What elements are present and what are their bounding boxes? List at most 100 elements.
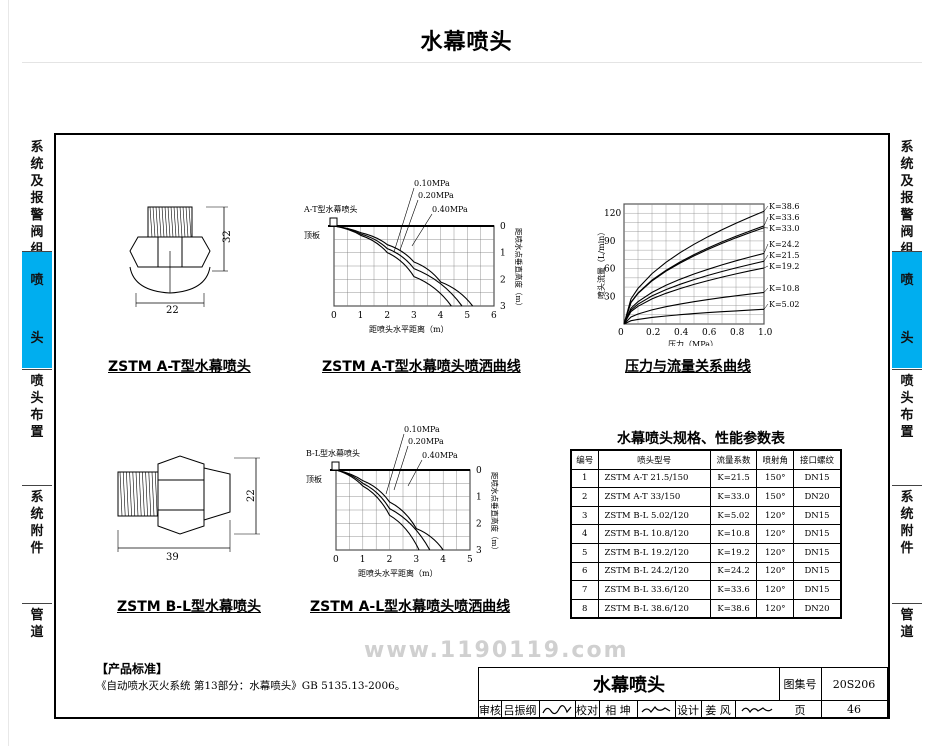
pf-series-label-5: K=21.5 (769, 251, 800, 260)
pressure-flow-caption: 压力与流量关系曲线 (625, 359, 751, 375)
left-tab-4[interactable]: 系统附件 (30, 490, 44, 556)
pf-leader-2 (763, 216, 769, 227)
thread-line (188, 206, 192, 238)
thread-line (122, 471, 126, 517)
title-divider (22, 62, 922, 63)
check-label: 校对 (576, 703, 598, 717)
spec-header-cell: 流量系数 (709, 449, 758, 470)
atlas-label: 图集号 (783, 678, 817, 691)
pf-series-label-4: K=24.2 (769, 240, 800, 249)
drawing-frame (54, 133, 890, 719)
right-tab-4[interactable]: 系统附件 (900, 490, 914, 556)
pf-x-tick: 1.0 (758, 328, 773, 338)
bl-nozzle-drawing: 22 39 (117, 455, 260, 563)
spec-cell: ZSTM A-T 21.5/150 (597, 468, 711, 489)
at-spray-x-tick: 2 (384, 311, 390, 321)
thread-line (158, 206, 162, 238)
al-spray-series-line-3 (335, 469, 444, 551)
spec-cell: 120° (756, 524, 795, 544)
thread-line (145, 471, 148, 517)
watermark: www.1190119.com (364, 638, 629, 663)
al-spray-x-label: 距喷头水平距离（m） (358, 568, 438, 578)
at-spray-series-label-2: 0.20MPa (418, 191, 454, 200)
at-spray-series-label-1: 0.10MPa (414, 179, 450, 188)
right-tab-5[interactable]: 管道 (900, 608, 914, 640)
thread-line (135, 471, 139, 517)
spec-header-cell: 喷射角 (756, 449, 795, 470)
spec-cell: DN15 (793, 468, 842, 489)
al-spray-y-tick: 2 (476, 519, 482, 529)
pf-series-label-7: K=10.8 (769, 284, 800, 293)
bl-height-dim: 22 (246, 489, 257, 502)
spec-cell: 2 (570, 487, 599, 507)
right-tab-1[interactable]: 系统及报警阀组 (900, 140, 914, 257)
spec-header-cell: 编号 (570, 449, 599, 470)
spec-cell: DN20 (793, 487, 842, 507)
left-tab-separator (22, 369, 52, 370)
spec-cell: K=10.8 (709, 524, 758, 544)
pf-series-label-8: K=5.02 (769, 300, 800, 309)
al-spray-leader-1 (385, 433, 405, 495)
pf-x-tick: 0.4 (674, 328, 689, 338)
page-title: 水幕喷头 (420, 30, 513, 55)
al-spray-curve-caption: ZSTM A-L型水幕喷头喷洒曲线 (310, 599, 511, 615)
atlas-number: 20S206 (832, 677, 876, 691)
spec-table-header-row: 编号喷头型号流量系数喷射角接口螺纹 (570, 449, 842, 470)
spec-cell: 120° (756, 580, 795, 600)
left-tab-1[interactable]: 系统及报警阀组 (30, 140, 44, 257)
at-spray-x-tick: 4 (438, 311, 444, 321)
left-tab-5[interactable]: 管道 (30, 608, 44, 640)
page-number: 46 (847, 703, 861, 716)
at-spray-x-tick: 5 (464, 311, 470, 321)
title-block: 水幕喷头 图集号 20S206 审核 吕振纲 校对 相 坤 设计 姜 风 页 4… (478, 667, 888, 719)
thread-line (161, 206, 165, 238)
al-spray-y-label: 距喷水点垂直高度（m） (490, 472, 500, 554)
pf-y-label: 喷头流量（L/min） (596, 228, 606, 299)
spec-cell: 3 (570, 505, 599, 526)
spec-cell: 120° (756, 505, 795, 526)
spec-cell: ZSTM B-L 19.2/120 (597, 542, 711, 563)
title-block-drawing-name: 水幕喷头 (593, 675, 665, 696)
right-tab-2[interactable]: 喷头 (892, 251, 922, 368)
al-spray-series-label-2: 0.20MPa (408, 437, 444, 446)
thread-line (149, 206, 153, 238)
pf-y-tick: 120 (604, 209, 621, 219)
pf-leader-8 (763, 303, 769, 310)
al-spray-x-tick: 1 (360, 555, 366, 565)
at-nozzle-drawing: 32 22 (129, 206, 233, 316)
spec-cell: ZSTM B-L 24.2/120 (597, 561, 711, 582)
pf-series-line-6 (623, 267, 765, 325)
bl-deflector (203, 467, 231, 521)
spec-cell: DN15 (793, 580, 842, 600)
spec-cell: K=21.5 (709, 468, 758, 489)
right-tab-3[interactable]: 喷头布置 (900, 374, 914, 440)
pf-series-line-1 (623, 210, 765, 325)
left-tab-2[interactable]: 喷头 (22, 251, 52, 368)
al-spray-nozzle-label: B-L型水幕喷头 (306, 448, 360, 458)
at-spray-nozzle-label: A-T型水幕喷头 (303, 204, 358, 214)
spec-cell: 6 (570, 561, 599, 582)
at-spray-x-tick: 3 (411, 311, 417, 321)
spec-header-cell: 喷头型号 (597, 449, 711, 470)
pf-series-line-8 (623, 308, 765, 325)
left-edge-line (8, 0, 9, 746)
at-spray-leader-2 (399, 199, 419, 251)
spec-cell: K=33.6 (709, 580, 758, 600)
spec-cell: ZSTM B-L 10.8/120 (597, 524, 711, 544)
spec-header-cell: 接口螺纹 (793, 449, 842, 470)
at-spray-x-tick: 1 (358, 311, 364, 321)
at-thread-lines (149, 206, 192, 238)
left-tab-3[interactable]: 喷头布置 (30, 374, 44, 440)
at-spray-y-label: 距喷水点垂直高度（m） (514, 228, 524, 310)
thread-line (152, 206, 156, 238)
spec-cell: 1 (570, 468, 599, 489)
at-width-dim: 22 (166, 305, 179, 316)
thread-line (155, 206, 159, 238)
right-tab-separator (892, 485, 922, 486)
al-spray-series-line-2 (335, 469, 431, 551)
